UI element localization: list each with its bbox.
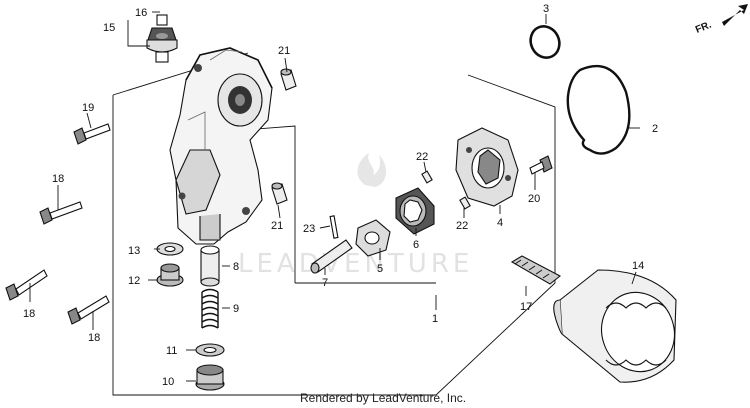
part-flange-bolt-19	[73, 123, 111, 145]
callout-18-lower: 18	[88, 332, 100, 344]
part-pin-23	[329, 215, 339, 239]
front-label: FR.	[694, 19, 713, 35]
callout-16: 16	[135, 7, 147, 19]
part-dowel-22-upper	[421, 170, 433, 184]
part-oil-pressure-switch	[146, 14, 178, 63]
part-washer-11	[195, 343, 225, 357]
part-dowel-22-lower	[459, 196, 471, 210]
callout-11: 11	[166, 345, 177, 357]
callout-21-upper: 21	[278, 45, 290, 57]
callout-5: 5	[377, 263, 383, 275]
callout-14: 14	[632, 260, 644, 272]
part-inner-rotor-5	[355, 219, 391, 257]
callout-19: 19	[82, 102, 94, 114]
callout-9: 9	[233, 303, 239, 315]
leader-lines	[29, 11, 640, 382]
callout-18-upper: 18	[52, 173, 64, 185]
callout-15: 15	[103, 22, 115, 34]
render-credit: Rendered by LeadVenture, Inc.	[300, 391, 466, 405]
part-o-ring-3	[529, 25, 561, 59]
part-outer-rotor-6	[395, 187, 435, 235]
part-relief-spring-9	[201, 288, 219, 329]
callout-7: 7	[322, 277, 328, 289]
callout-8: 8	[233, 261, 239, 273]
callout-18-left: 18	[23, 308, 35, 320]
watermark: LEADVENTURE	[238, 153, 473, 279]
callout-10: 10	[162, 376, 174, 388]
part-dowel-pin-upper	[280, 68, 297, 91]
callout-22-lower: 22	[456, 220, 468, 232]
callout-labels: 16 15 19 18 18 18 21 21 13 12 8 9 11 10 …	[23, 3, 658, 388]
callout-2: 2	[652, 123, 658, 135]
watermark-text: LEADVENTURE	[238, 249, 473, 279]
part-relief-valve-8	[200, 245, 220, 287]
part-oil-pump-body	[169, 47, 273, 245]
part-pump-cover-4	[455, 127, 519, 207]
callout-13: 13	[128, 245, 140, 257]
callout-6: 6	[413, 239, 419, 251]
part-gasket-2	[566, 65, 631, 155]
callout-12: 12	[128, 275, 140, 287]
part-stud-bolt-17	[510, 255, 561, 285]
callout-17: 17	[520, 301, 532, 313]
part-dowel-pin-lower	[271, 182, 288, 205]
callout-21-lower: 21	[271, 220, 283, 232]
callout-22-upper: 22	[416, 151, 428, 163]
part-flange-bolt-18-left	[5, 269, 48, 301]
part-plug-10	[195, 364, 225, 391]
part-pump-shaft-7	[310, 239, 353, 274]
callout-20: 20	[528, 193, 540, 205]
part-washer-13	[156, 242, 184, 256]
part-bolt-20	[529, 155, 553, 175]
part-plug-12	[156, 263, 184, 287]
front-arrow-icon	[722, 4, 748, 26]
part-flange-bolt-18-lower	[67, 295, 110, 325]
front-direction-indicator: FR.	[694, 4, 748, 36]
part-oil-filter-14	[553, 269, 677, 383]
callout-4: 4	[497, 217, 503, 229]
callout-1: 1	[432, 313, 438, 325]
part-flange-bolt-18-upper	[39, 201, 83, 225]
callout-23: 23	[303, 223, 315, 235]
callout-3: 3	[543, 3, 549, 15]
